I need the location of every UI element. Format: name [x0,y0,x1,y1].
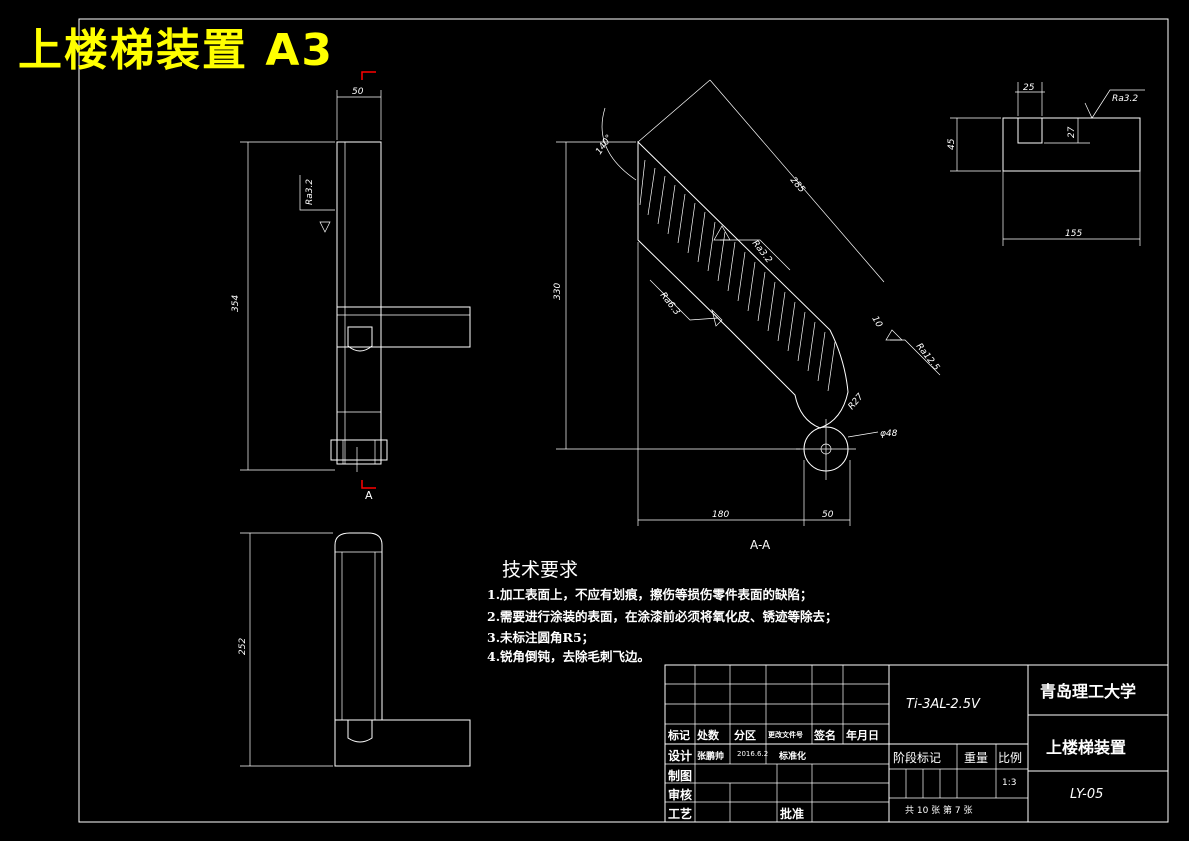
tb-standardize-label: 标准化 [779,752,807,762]
dim-section-base: 180 [712,510,729,520]
tb-weight: 重量 [964,751,989,765]
dim-bottom-height: 252 [238,638,248,655]
dim-detail-width: 25 [1023,83,1035,93]
tb-material: Ti-3AL-2.5V [906,697,980,712]
bottom-view: 252 [238,532,471,767]
tb-header-mark: 标记 [668,729,690,742]
roughness-front: Ra3.2 [305,179,315,205]
tb-stage-mark: 阶段标记 [893,751,942,765]
tb-header-signature: 签名 [814,729,836,742]
dim-front-height: 354 [231,295,241,312]
roughness-section-right: Ra12.5 [914,342,942,373]
tb-designer-name: 张鹏帅 [697,752,725,762]
tb-header-date: 年月日 [846,729,879,742]
dim-front-width: 50 [352,87,364,97]
tech-requirement-item: 2.需要进行涂装的表面，在涂漆前必须将氧化皮、锈迹等除去； [487,609,838,624]
tb-header-zone: 分区 [734,729,756,742]
dim-detail-length: 155 [1065,229,1082,239]
tb-header-change-doc: 更改文件号 [768,731,803,739]
tech-requirement-item: 1.加工表面上，不应有划痕，擦伤等损伤零件表面的缺陷； [487,587,813,602]
tb-university: 青岛理工大学 [1040,682,1137,701]
tb-sheets: 共 10 张 第 7 张 [905,806,973,816]
section-view: 330 285 140° 180 50 φ48 R27 10 Ra3.2 Ra6… [553,79,942,552]
dim-section-base-right: 50 [822,510,834,520]
tb-review-label: 审核 [668,788,693,802]
dim-detail-height: 45 [947,138,957,150]
dim-section-length: 285 [788,175,807,195]
tb-process-label: 工艺 [668,807,693,821]
section-marker-a: A [365,489,373,502]
tb-header-count: 处数 [697,729,719,742]
drawing-border [78,18,1169,823]
tb-scale-label: 比例 [998,751,1023,765]
tb-scale: 1:3 [1002,778,1017,788]
dim-radius: R27 [847,392,866,412]
front-view: 50 354 Ra3.2 A [231,71,471,502]
dim-slot-depth: 10 [869,315,884,330]
tb-drawing-no: LY-05 [1070,787,1104,802]
roughness-detail: Ra3.2 [1112,94,1138,104]
tb-draft-label: 制图 [668,769,693,783]
tech-requirements-heading: 技术要求 [502,559,579,581]
drawing-title: 上楼梯装置 A3 [18,25,334,76]
roughness-section-left: Ra6.3 [658,291,682,318]
roughness-section-mid: Ra3.2 [750,239,774,266]
title-block-grid [664,664,1169,823]
tb-design-label: 设计 [668,749,693,763]
tb-approve-label: 批准 [780,807,805,821]
dim-detail-slot: 27 [1067,126,1077,138]
dim-angle: 140° [594,133,615,157]
section-view-label: A-A [750,538,771,552]
dim-section-height: 330 [553,283,563,300]
detail-view: 155 25 45 27 Ra3.2 [947,82,1145,246]
tech-requirement-item: 3.未标注圆角R5； [487,630,595,645]
tech-requirement-item: 4.锐角倒钝，去除毛刺飞边。 [487,649,651,664]
tb-part-name: 上楼梯装置 [1046,738,1127,757]
dim-diameter: φ48 [880,429,898,439]
tb-design-date: 2016.6.2 [737,750,769,758]
